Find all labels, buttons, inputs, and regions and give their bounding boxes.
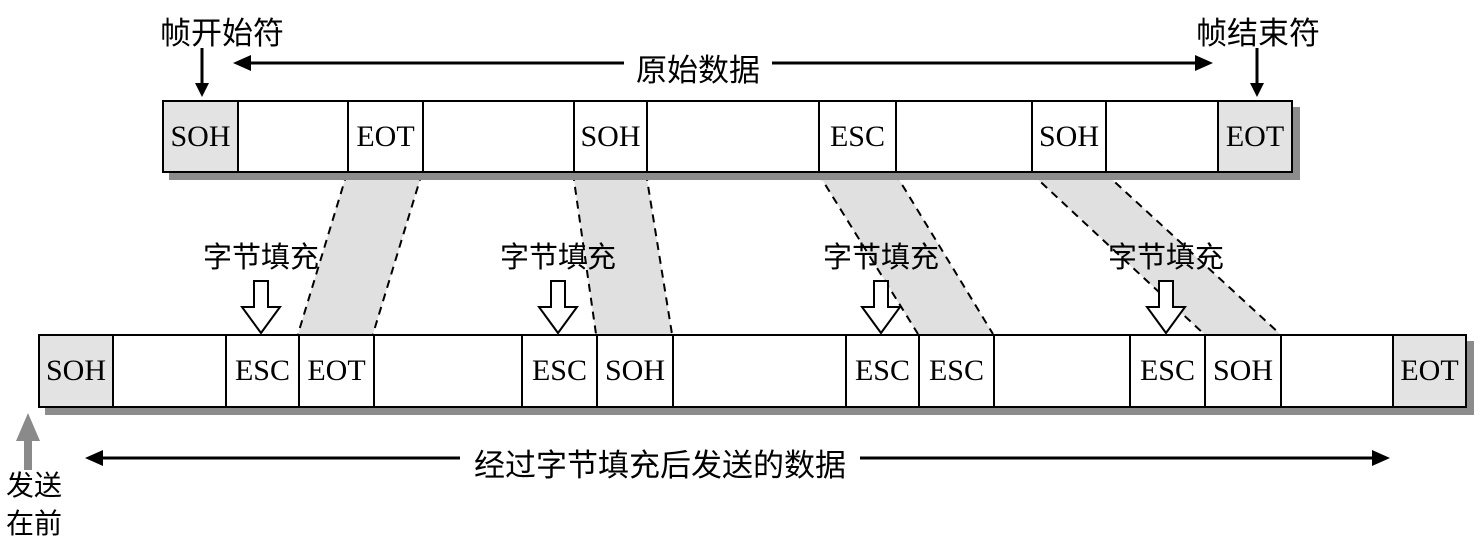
stuffed-frame-cell-esc: ESC <box>521 334 598 408</box>
stuffing-band <box>573 173 672 334</box>
original-frame-cell-soh: SOH <box>573 100 648 173</box>
sent-data-span-arrow-right-head <box>1372 450 1390 466</box>
stuffed-frame-cell-soh: SOH <box>596 334 674 408</box>
stuffing-band <box>1031 173 1280 334</box>
band-dashed-edge <box>297 172 348 335</box>
band-dashed-edge <box>817 172 919 335</box>
stuffed-frame-cell-soh: SOH <box>38 334 114 408</box>
frame-start-arrow-head <box>195 83 209 97</box>
stuffing-band <box>298 173 422 334</box>
stuffed-frame-cell-esc: ESC <box>1129 334 1206 408</box>
original-frame-cell-data <box>422 100 575 173</box>
byte-stuffing-arrow <box>1145 280 1187 335</box>
stuffed-frame-cell-data <box>112 334 227 408</box>
original-frame-cell-soh: SOH <box>162 100 239 173</box>
original-frame-cell-soh: SOH <box>1031 100 1107 173</box>
byte-stuffing-arrow <box>240 280 282 335</box>
stuffing-band <box>818 173 993 334</box>
sent-first-line1: 发送 <box>6 471 63 502</box>
stuffed-frame-cell-data <box>993 334 1131 408</box>
sent-first-up-arrow <box>16 413 40 470</box>
original-data-span-arrow-left-head <box>233 55 251 71</box>
original-frame-cell-data <box>237 100 349 173</box>
frame-end-arrow-head <box>1250 83 1264 97</box>
stuffed-frame-cell-esc: ESC <box>918 334 995 408</box>
stuffed-frame-cell-eot: EOT <box>298 334 375 408</box>
original-data-span-arrow-right-head <box>1195 55 1213 71</box>
byte-stuffing-arrow <box>537 280 579 335</box>
byte-stuffing-label: 字节填充 <box>822 242 940 274</box>
stuffed-frame-cell-data <box>672 334 847 408</box>
original-frame-cell-data <box>646 100 820 173</box>
stuffed-frame-cell-esc: ESC <box>225 334 300 408</box>
original-data-label: 原始数据 <box>624 45 772 90</box>
frame-end-label: 帧结束符 <box>1196 16 1320 51</box>
original-frame-cell-esc: ESC <box>818 100 897 173</box>
sent-data-label: 经过字节填充后发送的数据 <box>460 440 860 485</box>
stuffed-frame-cell-data <box>373 334 523 408</box>
byte-stuffing-label: 字节填充 <box>202 242 320 274</box>
band-dashed-edge <box>372 172 423 335</box>
sent-first-line2: 在前 <box>6 509 63 540</box>
stuffed-frame-cell-eot: EOT <box>1392 334 1467 408</box>
byte-stuffing-label: 字节填充 <box>499 242 617 274</box>
sent-first-label: 发送 在前 <box>6 468 62 544</box>
band-dashed-edge <box>1104 172 1281 335</box>
stuffed-frame-cell-data <box>1280 334 1394 408</box>
frame-start-label: 帧开始符 <box>160 16 284 51</box>
original-frame-cell-eot: EOT <box>1217 100 1293 173</box>
byte-stuffing-label: 字节填充 <box>1107 242 1225 274</box>
stuffed-frame-cell-soh: SOH <box>1204 334 1282 408</box>
stuffed-frame-cell-esc: ESC <box>845 334 920 408</box>
original-frame-cell-eot: EOT <box>347 100 424 173</box>
original-frame-cell-data <box>1105 100 1219 173</box>
original-frame-cell-data <box>895 100 1033 173</box>
band-dashed-edge <box>894 172 994 335</box>
sent-data-span-arrow-left-head <box>85 450 103 466</box>
byte-stuffing-arrow <box>860 280 902 335</box>
